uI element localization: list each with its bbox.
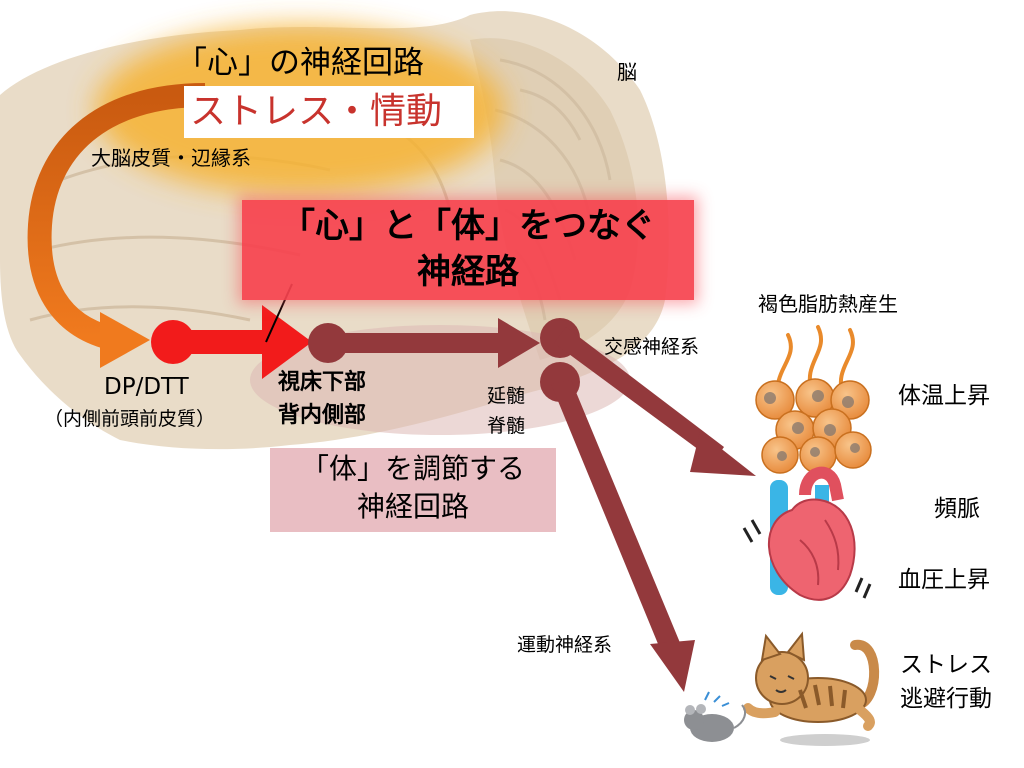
stress-emotion-box — [184, 86, 474, 138]
medulla-line1: 延髄 — [487, 385, 526, 407]
mouse-icon — [684, 691, 747, 742]
cortex-limbic-label: 大脳皮質・辺縁系 — [91, 146, 251, 170]
motor-label: 運動神経系 — [517, 634, 613, 656]
body-regulation-box — [270, 448, 556, 532]
dp-dtt-label: DP/DTT — [104, 374, 189, 400]
body-circuit-line2: 神経回路 — [356, 490, 469, 523]
brown-fat-icon — [755, 325, 872, 474]
connect-line1: 「心」と「体」をつなぐ — [281, 206, 655, 246]
hypothalamus-line1: 視床下部 — [278, 370, 367, 395]
hypothalamus-line2: 背内側部 — [278, 403, 367, 428]
mpfc-label: （内側前頭前皮質） — [44, 408, 216, 430]
brown-fat-label: 褐色脂肪熱産生 — [758, 292, 898, 316]
mind-body-pathway-box — [242, 200, 694, 300]
medulla-line2: 脊髄 — [487, 415, 526, 437]
orange-arrowhead — [100, 312, 150, 368]
brain-label: 脳 — [617, 60, 637, 84]
heart-icon — [742, 466, 872, 601]
escape-line2: 逃避行動 — [900, 686, 992, 712]
mind-circuit-title: 「心」の神経回路 — [176, 45, 424, 81]
connect-line2: 神経路 — [417, 252, 519, 292]
dark-arrows — [308, 318, 756, 692]
blood-pressure-label: 血圧上昇 — [898, 567, 990, 593]
dp-node — [151, 320, 195, 364]
body-temp-label: 体温上昇 — [898, 383, 990, 409]
cat-icon — [743, 631, 880, 746]
tachycardia-label: 頻脈 — [934, 496, 980, 522]
sympathetic-label: 交感神経系 — [604, 336, 700, 358]
body-circuit-line1: 「体」を調節する — [300, 452, 525, 485]
red-arrow-shaft — [190, 330, 270, 354]
escape-line1: ストレス — [900, 652, 992, 678]
orange-arrow — [27, 83, 206, 350]
stress-emotion-label: ストレス・情動 — [190, 91, 443, 132]
